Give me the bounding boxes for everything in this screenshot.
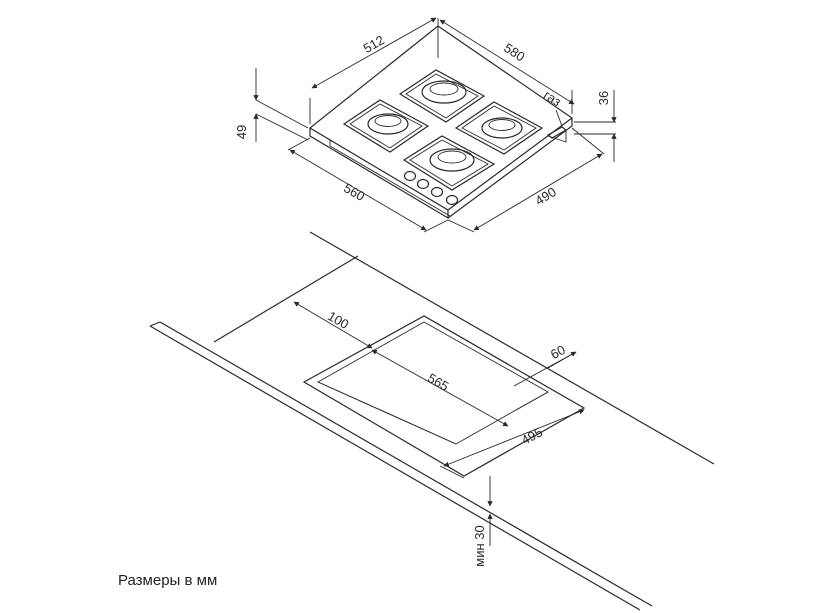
worktop-front-edge [159,321,653,607]
burner-right [454,101,544,155]
dim-49-label: 49 [234,125,249,139]
dim-490-label: 490 [532,184,558,208]
dim-100-label: 100 [325,308,351,332]
dim-565: 565 [371,349,509,427]
dim-36: 36 [574,90,617,162]
burner-back [398,69,486,123]
dim-560: 560 [287,137,449,233]
dim-560-label: 560 [341,180,367,204]
worktop-left-edge [213,255,359,343]
dim-512-label: 512 [361,32,387,56]
burner-left [342,99,430,153]
dim-100: 100 [293,301,373,349]
dim-495-label: 495 [519,424,545,447]
dim-60: 60 [513,342,577,387]
dim-36-label: 36 [596,91,611,105]
dim-60-label: 60 [548,342,568,362]
hob-drawing: 512 580 газ 49 36 [234,17,617,233]
dim-min30-label: мин 30 [472,525,487,566]
units-caption: Размеры в мм [118,572,218,589]
gas-label: газ [541,87,564,109]
countertop-drawing: 100 565 60 495 мин 30 [149,231,715,611]
dim-49: 49 [234,68,309,142]
worktop-front-lower-edge [149,325,641,611]
gas-connector [546,126,568,139]
dim-565-label: 565 [425,370,451,394]
cutout-rim [302,315,586,477]
worktop-back-edge [309,231,715,465]
dim-min30: мин 30 [472,476,493,567]
dim-490: 490 [447,127,605,233]
